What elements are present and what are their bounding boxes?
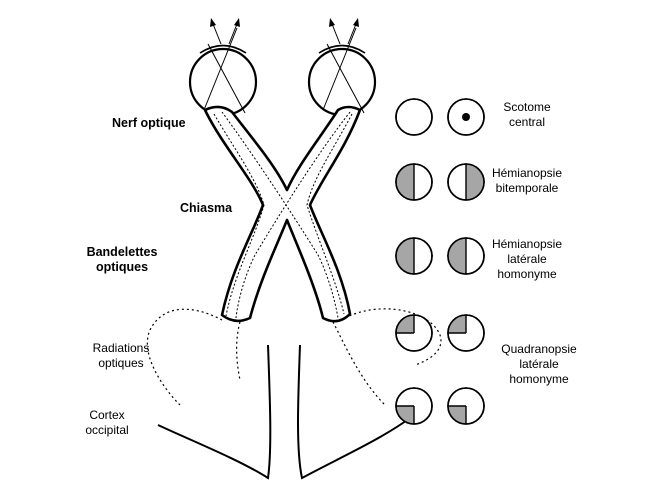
visual-field-panel <box>395 98 485 425</box>
field-right-eye-row-3 <box>447 314 485 352</box>
label-defect-3-line3: homonyme <box>509 372 569 386</box>
field-left-eye-row-4 <box>395 387 433 425</box>
field-defect-area <box>448 406 466 424</box>
field-left-eye-row-2 <box>395 237 433 275</box>
field-right-eye-row-1 <box>447 163 485 201</box>
label-defect-1-line1: Hémianopsie <box>491 166 563 180</box>
radiation-left-outer <box>146 308 223 406</box>
field-outline-top <box>447 387 485 425</box>
radiation-left-inner <box>236 321 241 381</box>
label-defect-0: Scotome central <box>467 100 587 130</box>
field-outline-top <box>447 163 485 201</box>
field-right-eye-row-2 <box>447 237 485 275</box>
field-defect-area <box>466 164 484 200</box>
radiation-right-inner <box>332 321 386 406</box>
field-outline-top <box>447 98 485 136</box>
optic-chiasma-x <box>203 105 362 323</box>
field-outline-top <box>395 163 433 201</box>
field-left-eye-row-3 <box>395 314 433 352</box>
field-right-eye-row-0 <box>447 98 485 136</box>
label-defect-1-line2: bitemporale <box>495 181 559 195</box>
field-left-eye-row-0 <box>395 98 433 136</box>
right-eye <box>307 27 377 117</box>
right-eye-arrows <box>329 18 359 45</box>
field-defect-area <box>396 315 414 333</box>
label-chiasma: Chiasma <box>180 201 233 215</box>
field-outline-top <box>447 314 485 352</box>
left-eye-arrows <box>210 18 240 45</box>
field-outline-top <box>395 98 433 136</box>
label-bandelettes: Bandelettes optiques <box>78 245 166 275</box>
field-outline-top <box>395 237 433 275</box>
label-cortex-line1: Cortex <box>89 408 125 422</box>
label-defect-1: Hémianopsie bitemporale <box>467 166 587 196</box>
label-radiations-line1: Radiations <box>92 341 150 355</box>
label-defect-3: Quadranopsie latérale homonyme <box>479 342 599 387</box>
field-right-eye-row-4 <box>447 387 485 425</box>
label-defect-2-line3: homonyme <box>497 267 557 281</box>
left-eye <box>188 27 258 117</box>
field-defect-area <box>448 315 466 333</box>
field-outline-top <box>395 314 433 352</box>
label-radiations-line2: optiques <box>98 356 144 370</box>
crossing-fibres-2 <box>235 111 351 319</box>
occipital-cortex-right <box>297 344 411 480</box>
scotoma-dot <box>462 113 470 121</box>
label-cortex-line2: occipital <box>85 423 129 437</box>
label-defect-2-line2: latérale <box>507 252 547 266</box>
occipital-cortex-left <box>157 344 272 480</box>
field-outline-top <box>395 387 433 425</box>
label-defect-0-line2: central <box>508 115 546 129</box>
field-defect-area <box>396 164 414 200</box>
uncrossed-fibres-right <box>306 113 353 315</box>
label-defect-3-line1: Quadranopsie <box>501 342 577 356</box>
label-nerf-optique: Nerf optique <box>112 116 186 130</box>
field-defect-area <box>396 238 414 274</box>
label-defect-0-line1: Scotome <box>503 100 551 114</box>
label-defect-2-line1: Hémianopsie <box>491 237 563 251</box>
label-defect-2: Hémianopsie latérale homonyme <box>467 237 587 282</box>
label-bandelettes-line1: Bandelettes <box>86 245 158 259</box>
field-outline-top <box>447 237 485 275</box>
label-bandelettes-line2: optiques <box>95 260 149 274</box>
label-radiations: Radiations optiques <box>82 341 160 371</box>
field-defect-area <box>448 238 466 274</box>
radiation-right-outer <box>344 308 442 366</box>
uncrossed-fibres-left <box>213 113 265 317</box>
label-defect-3-line2: latérale <box>519 357 559 371</box>
field-defect-area <box>396 406 414 424</box>
field-left-eye-row-1 <box>395 163 433 201</box>
label-cortex: Cortex occipital <box>70 408 144 438</box>
